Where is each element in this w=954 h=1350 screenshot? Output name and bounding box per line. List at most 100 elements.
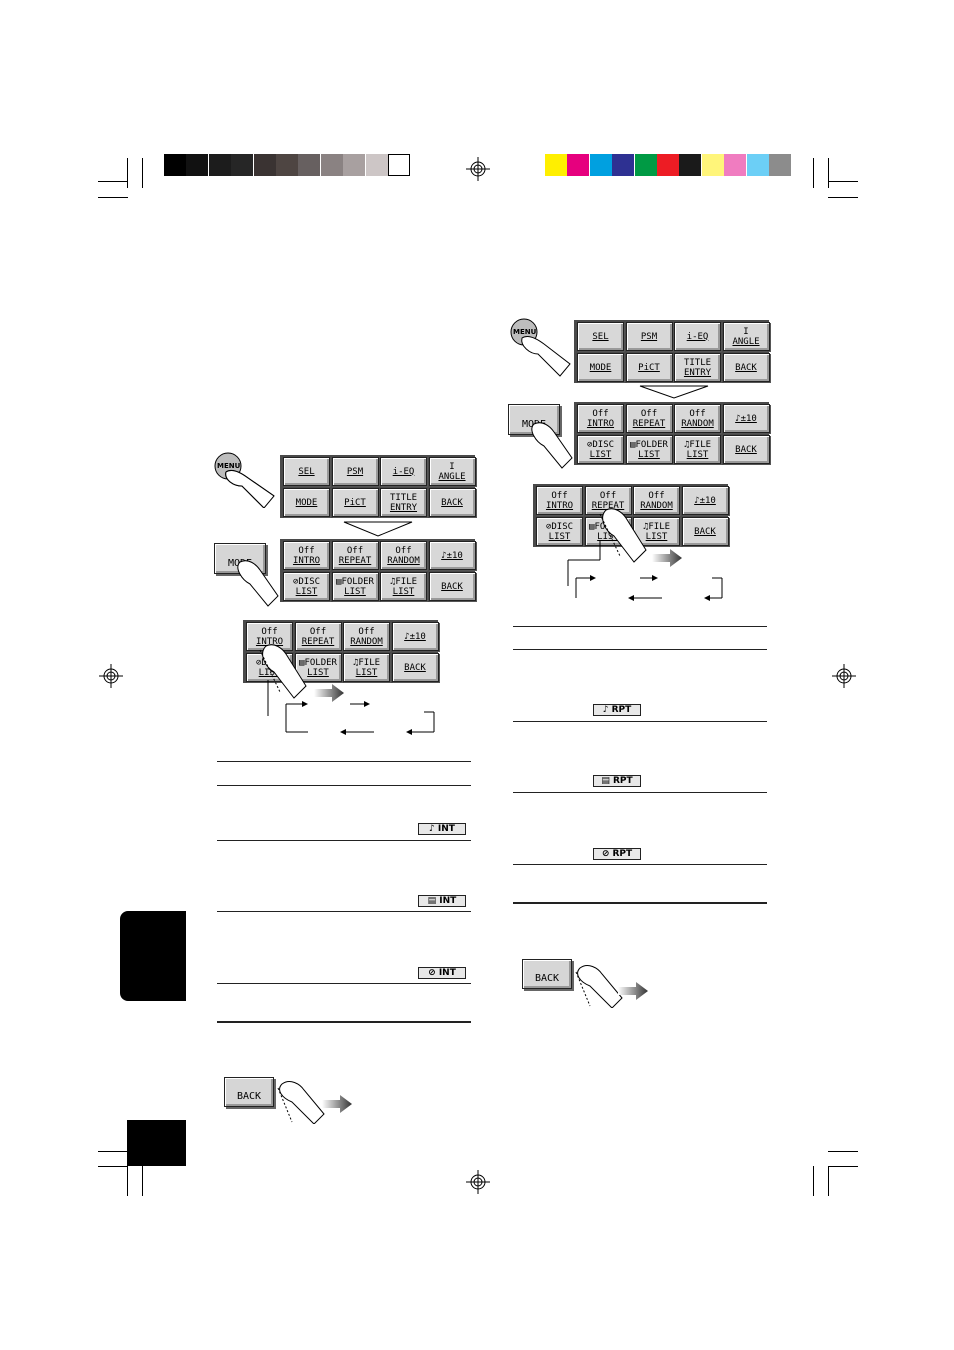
menu_grid-button[interactable]: BACK [722, 353, 770, 382]
gray-swatch [298, 154, 321, 176]
button-line-2: ♪±10 [735, 413, 757, 424]
menu_grid-button[interactable]: PSM [331, 457, 379, 486]
mode_grid-button[interactable]: BACK [391, 653, 439, 682]
table-rule [217, 911, 471, 912]
button-line-2: BACK [441, 581, 463, 592]
menu_grid-button[interactable]: PiCT [625, 353, 673, 382]
back-button[interactable]: BACK [522, 959, 572, 989]
page-number-block [127, 1120, 186, 1166]
button-line-2: RANDOM [640, 500, 673, 511]
menu_grid-button[interactable]: SEL [283, 457, 330, 486]
registration-target-icon [466, 1170, 490, 1194]
table-rule [217, 1021, 471, 1023]
button-line-1: Off [346, 545, 364, 556]
button-line-2: LIST [638, 449, 660, 460]
menu_grid-button[interactable]: i-EQ [380, 457, 427, 486]
menu_grid-button[interactable]: PiCT [331, 488, 379, 517]
button-line-2: ANGLE [438, 471, 466, 482]
language-side-tab [120, 911, 186, 1001]
button-line-2: LIST [295, 586, 318, 597]
button-line-1: Off [640, 408, 658, 419]
menu_grid-button[interactable]: PSM [625, 322, 673, 351]
button-line-1: ⊘DISC [586, 439, 615, 450]
arrow-right-icon [618, 982, 648, 1000]
gray-swatch [186, 154, 209, 176]
mode_grid-button[interactable]: ♪±10 [428, 541, 476, 570]
button-line-1: I [743, 326, 749, 337]
mode_grid-button[interactable]: BACK [428, 572, 476, 601]
button-line-1: ♫FILE [683, 439, 712, 450]
back-button[interactable]: BACK [224, 1077, 274, 1107]
arrow-right-icon [322, 1095, 352, 1113]
gray-swatch [365, 154, 388, 176]
button-line-2: REPEAT [301, 636, 335, 647]
menu-press-illustration: MENU [508, 318, 574, 378]
menu_grid-button[interactable]: BACK [428, 488, 476, 517]
button-line-2: REPEAT [591, 500, 625, 511]
gray-swatch [276, 154, 298, 176]
back-button-label: BACK [534, 973, 560, 984]
table-rule [217, 983, 471, 984]
menu_grid-button[interactable]: MODE [283, 488, 330, 517]
button-line-2: ♪±10 [694, 495, 716, 506]
table-rule [513, 626, 767, 627]
repeat-track-badge: ♪ RPT [593, 704, 641, 716]
menu-button-label[interactable]: MENU [513, 328, 537, 336]
button-line-1: Off [599, 490, 617, 501]
table-rule [217, 840, 471, 841]
menu_grid-button[interactable]: SEL [577, 322, 624, 351]
color-swatch [679, 154, 702, 176]
mode_grid-button[interactable]: ♪±10 [722, 404, 770, 433]
mode_grid-button[interactable]: ♪±10 [681, 486, 729, 515]
button-line-2: MODE [295, 497, 318, 508]
finger-press-icon [531, 422, 573, 469]
menu_grid-button[interactable]: i-EQ [674, 322, 721, 351]
repeat-disc-badge: ⊘ RPT [593, 848, 641, 860]
button-line-2: BACK [735, 362, 757, 373]
button-line-2: PiCT [638, 362, 660, 373]
registration-target-icon [832, 664, 856, 688]
mode_grid-button[interactable]: BACK [722, 435, 770, 464]
cycle-diagram [567, 540, 723, 601]
mode_grid-button[interactable]: ♪±10 [391, 622, 439, 651]
button-line-2: ♪±10 [404, 631, 426, 642]
registration-target-icon [466, 157, 490, 181]
table-rule [513, 864, 767, 865]
menu_grid-button[interactable]: MODE [577, 353, 624, 382]
down-arrow-icon [343, 521, 413, 537]
color-swatch [567, 154, 590, 176]
button-line-2: PSM [346, 466, 364, 477]
mode_grid-button[interactable]: BACK [681, 517, 729, 546]
button-line-2: REPEAT [632, 418, 666, 429]
menu-button-label[interactable]: MENU [217, 462, 241, 470]
button-line-1: ⊘DISC [292, 576, 321, 587]
button-line-1: ♫FILE [642, 521, 671, 532]
button-line-1: ♫FILE [352, 657, 381, 668]
menu-press-illustration: MENU [212, 452, 278, 509]
button-line-2: i-EQ [392, 466, 415, 477]
button-line-2: RANDOM [387, 555, 420, 566]
